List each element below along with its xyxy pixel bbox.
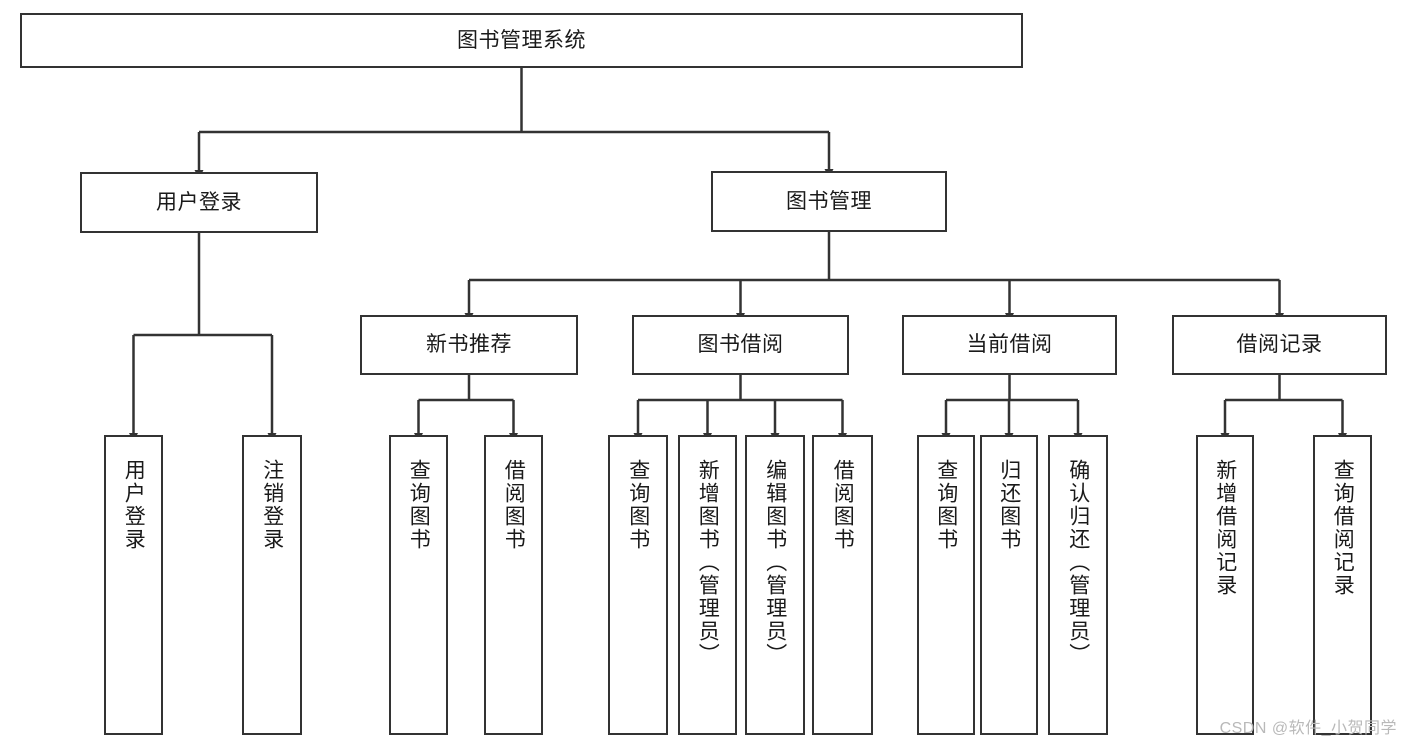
node-label-current-borrow: 当前借阅 [966,333,1053,357]
node-label-leaf-user-logout: 注销登录 [260,459,284,551]
node-label-leaf-borrow-book-2: 借阅图书 [831,459,855,551]
node-borrow-record[interactable]: 借阅记录 [1172,315,1387,375]
node-leaf-query-book-3[interactable]: 查询图书 [917,435,975,735]
node-label-leaf-confirm-return: 确认归还（管理员） [1066,459,1090,666]
node-label-new-book-recommend: 新书推荐 [426,333,512,357]
node-label-user-login: 用户登录 [156,190,242,214]
node-leaf-user-logout[interactable]: 注销登录 [242,435,302,735]
node-leaf-query-borrow-record[interactable]: 查询借阅记录 [1313,435,1372,735]
node-current-borrow[interactable]: 当前借阅 [902,315,1117,375]
node-root[interactable]: 图书管理系统 [20,13,1023,68]
node-leaf-confirm-return[interactable]: 确认归还（管理员） [1048,435,1108,735]
node-label-leaf-add-book: 新增图书（管理员） [696,459,720,666]
node-book-manage[interactable]: 图书管理 [711,171,947,232]
node-label-leaf-add-borrow-record: 新增借阅记录 [1213,459,1237,597]
node-leaf-query-book-2[interactable]: 查询图书 [608,435,668,735]
node-label-book-manage: 图书管理 [786,189,872,213]
node-label-leaf-borrow-book-1: 借阅图书 [502,459,526,551]
node-new-book-recommend[interactable]: 新书推荐 [360,315,578,375]
node-leaf-add-book[interactable]: 新增图书（管理员） [678,435,737,735]
node-label-leaf-query-borrow-record: 查询借阅记录 [1331,459,1355,597]
node-label-leaf-query-book-1: 查询图书 [407,459,431,551]
node-leaf-return-book[interactable]: 归还图书 [980,435,1038,735]
node-leaf-add-borrow-record[interactable]: 新增借阅记录 [1196,435,1254,735]
node-leaf-borrow-book-1[interactable]: 借阅图书 [484,435,543,735]
node-label-book-borrow: 图书借阅 [697,333,784,357]
node-leaf-user-login[interactable]: 用户登录 [104,435,163,735]
node-label-leaf-query-book-2: 查询图书 [626,459,650,551]
node-label-leaf-query-book-3: 查询图书 [934,459,958,551]
edges-group [129,68,1347,442]
node-label-leaf-user-login: 用户登录 [122,459,146,551]
node-user-login[interactable]: 用户登录 [80,172,318,233]
node-label-leaf-return-book: 归还图书 [997,459,1021,551]
node-leaf-borrow-book-2[interactable]: 借阅图书 [812,435,873,735]
node-leaf-edit-book[interactable]: 编辑图书（管理员） [745,435,805,735]
node-leaf-query-book-1[interactable]: 查询图书 [389,435,448,735]
node-label-root: 图书管理系统 [457,28,586,52]
node-book-borrow[interactable]: 图书借阅 [632,315,849,375]
node-label-borrow-record: 借阅记录 [1236,333,1323,357]
node-label-leaf-edit-book: 编辑图书（管理员） [763,459,787,666]
